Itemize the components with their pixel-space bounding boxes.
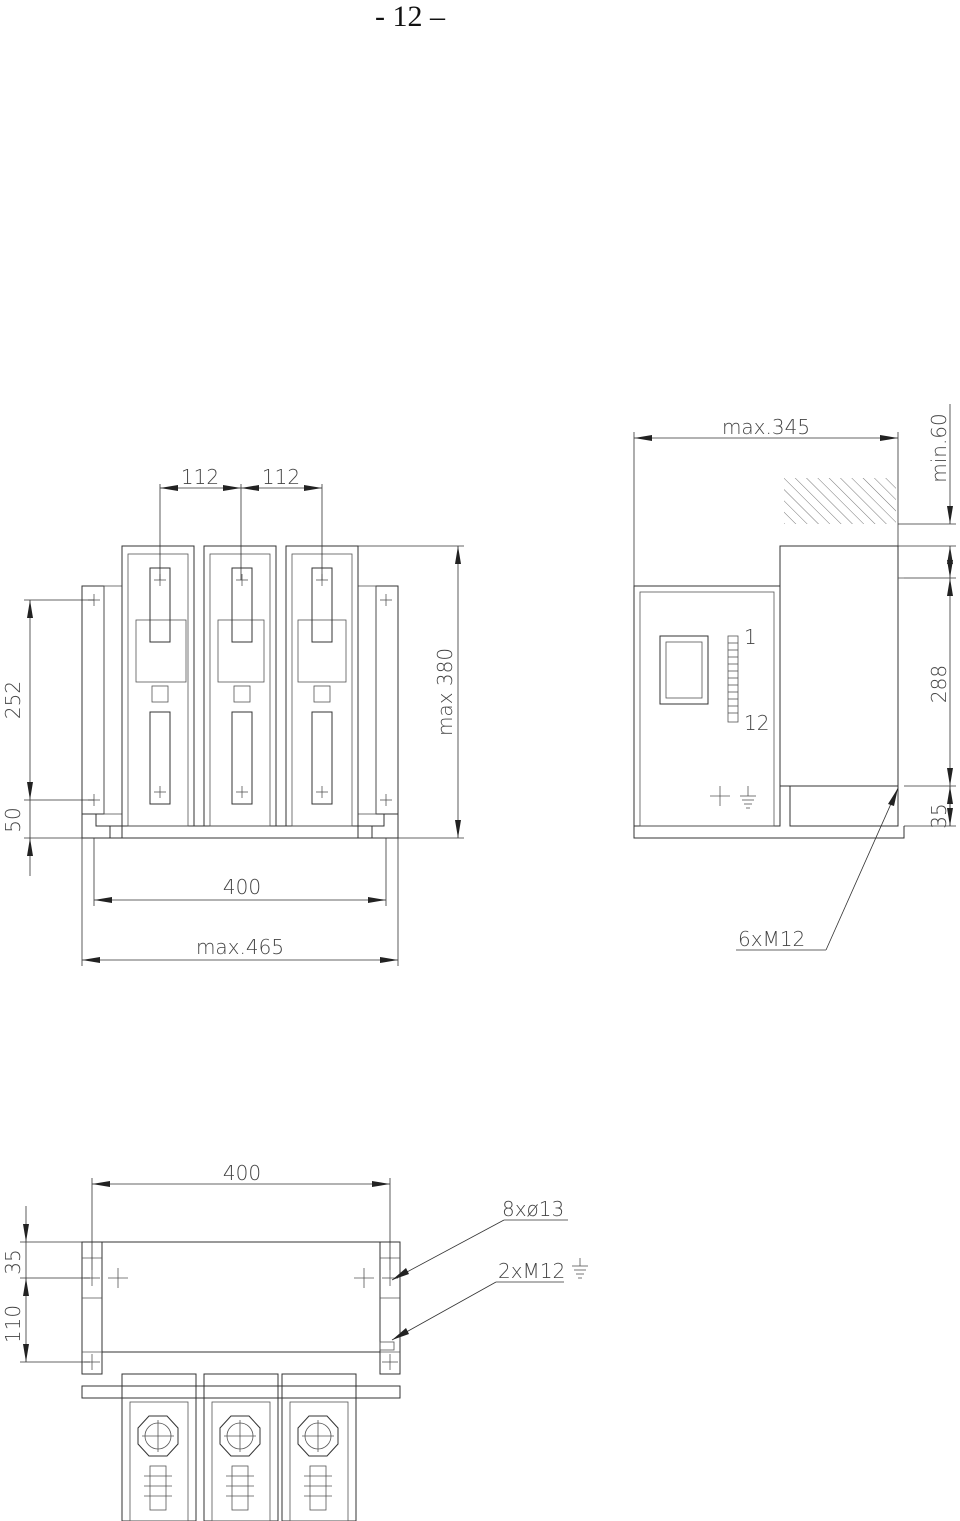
bottom-view: 400 35 110 8xø13 2xM12 [1, 1161, 588, 1521]
dim-side-vertical: 288 [904, 546, 956, 826]
dim-depth: max.345 [633, 415, 899, 586]
dim-mount-width-label: 400 [223, 875, 261, 899]
dim-bottom-width: 400 [91, 1161, 391, 1270]
leader-holes: 8xø13 [391, 1197, 568, 1281]
bottom-body [101, 1241, 381, 1353]
clearance-zone [784, 478, 896, 524]
dim-top-offset-label: 35 [1, 1249, 25, 1274]
leader-earth: 2xM12 [391, 1258, 588, 1341]
indicator-window [659, 635, 709, 705]
holes-label: 8xø13 [502, 1197, 564, 1221]
earth-label: 2xM12 [498, 1259, 565, 1283]
leader-fixing: 6xM12 [736, 787, 899, 951]
dim-depth-label: max.345 [722, 415, 810, 439]
dim-bottom-offset-label: 50 [1, 807, 25, 832]
dim-side-bottom: 35 [904, 786, 956, 829]
dim-mount-vertical-label: 252 [1, 681, 25, 719]
dim-total-width: max.465 [81, 838, 399, 966]
dim-height-label: max 380 [433, 648, 457, 736]
dim-bottom-width-label: 400 [223, 1161, 261, 1185]
terminal-1 [121, 1373, 197, 1521]
dim-clearance-label: min.60 [927, 413, 951, 483]
scale-top-label: 1 [744, 625, 757, 649]
dim-bottom-left: 35 110 [1, 1206, 90, 1363]
side-view: 1 12 max.345 [633, 404, 956, 951]
pole-2 [203, 545, 277, 827]
dim-spacing-2-label: 112 [262, 465, 300, 489]
earth-bolt [379, 1341, 395, 1351]
fixing-label: 6xM12 [738, 927, 805, 951]
terminal-2 [203, 1373, 279, 1521]
front-view: 112 112 max 380 252 50 [1, 465, 464, 966]
scale-bottom-label: 12 [744, 711, 769, 735]
dim-left-vertical: 252 50 [1, 599, 94, 876]
earth-symbol-icon [710, 786, 756, 809]
dim-mount-width: 400 [93, 838, 387, 906]
page-number: - 12 – [375, 0, 445, 33]
dim-side-bottom-label: 35 [927, 803, 951, 828]
earth-icon [572, 1258, 588, 1279]
dim-total-width-label: max.465 [196, 935, 284, 959]
dim-side-vertical-label: 288 [927, 665, 951, 703]
terminal-3 [281, 1373, 357, 1521]
dim-bottom-vertical-label: 110 [1, 1305, 25, 1343]
right-flange [357, 585, 399, 839]
dim-spacing-1-label: 112 [181, 465, 219, 489]
pole-1 [121, 545, 195, 827]
dim-height: max 380 [358, 545, 464, 839]
pole-3 [285, 545, 359, 827]
position-scale [727, 635, 739, 723]
base-plate [109, 825, 373, 839]
dim-clearance: min.60 [898, 404, 956, 564]
dim-pole-spacing: 112 112 [159, 465, 323, 580]
